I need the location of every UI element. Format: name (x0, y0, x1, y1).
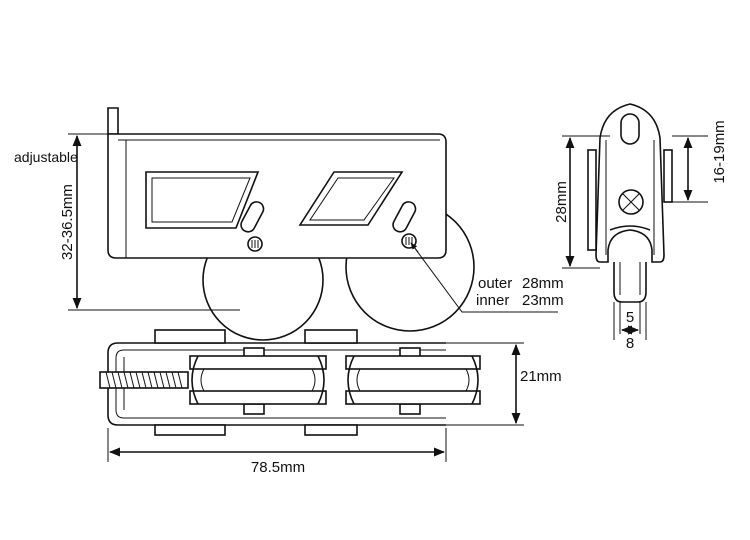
front-view (107, 107, 475, 341)
side-view (587, 103, 673, 303)
side-range-dimension: 16-19mm (672, 120, 728, 203)
outer-label: outer (478, 275, 512, 292)
top-wheel-left (189, 355, 327, 405)
width-label: 78.5mm (251, 459, 305, 476)
front-window-right (298, 171, 404, 226)
side-slot (620, 113, 640, 145)
adjustable-label: adjustable (14, 149, 78, 165)
front-slot-left (240, 201, 265, 233)
front-bracket (107, 107, 119, 135)
depth-dimension: 21mm (446, 342, 562, 426)
front-slot-right (392, 201, 417, 233)
side-range-label: 16-19mm (711, 120, 728, 183)
inner-value: 23mm (522, 292, 564, 309)
outer-value: 28mm (522, 275, 564, 292)
top-view (99, 329, 481, 436)
front-window-left (145, 171, 260, 229)
depth-label: 21mm (520, 368, 562, 385)
top-wheel-right (345, 355, 481, 405)
inner-label: inner (476, 292, 509, 309)
width-dimension: 78.5mm (107, 428, 447, 476)
height-range-label: 32-36.5mm (59, 184, 76, 260)
wheel-diameter-callout: outer 28mm inner 23mm (410, 242, 564, 313)
groove-inner-label: 5 (626, 309, 634, 326)
groove-dimensions: 5 8 (613, 302, 647, 352)
side-body (595, 103, 665, 263)
height-dimension: 32-36.5mm adjustable (14, 133, 240, 311)
side-height-dimension: 28mm (553, 135, 610, 269)
groove-outer-label: 8 (626, 335, 634, 352)
front-plate (107, 133, 447, 259)
side-wheel (609, 225, 651, 303)
side-height-label: 28mm (553, 181, 570, 223)
